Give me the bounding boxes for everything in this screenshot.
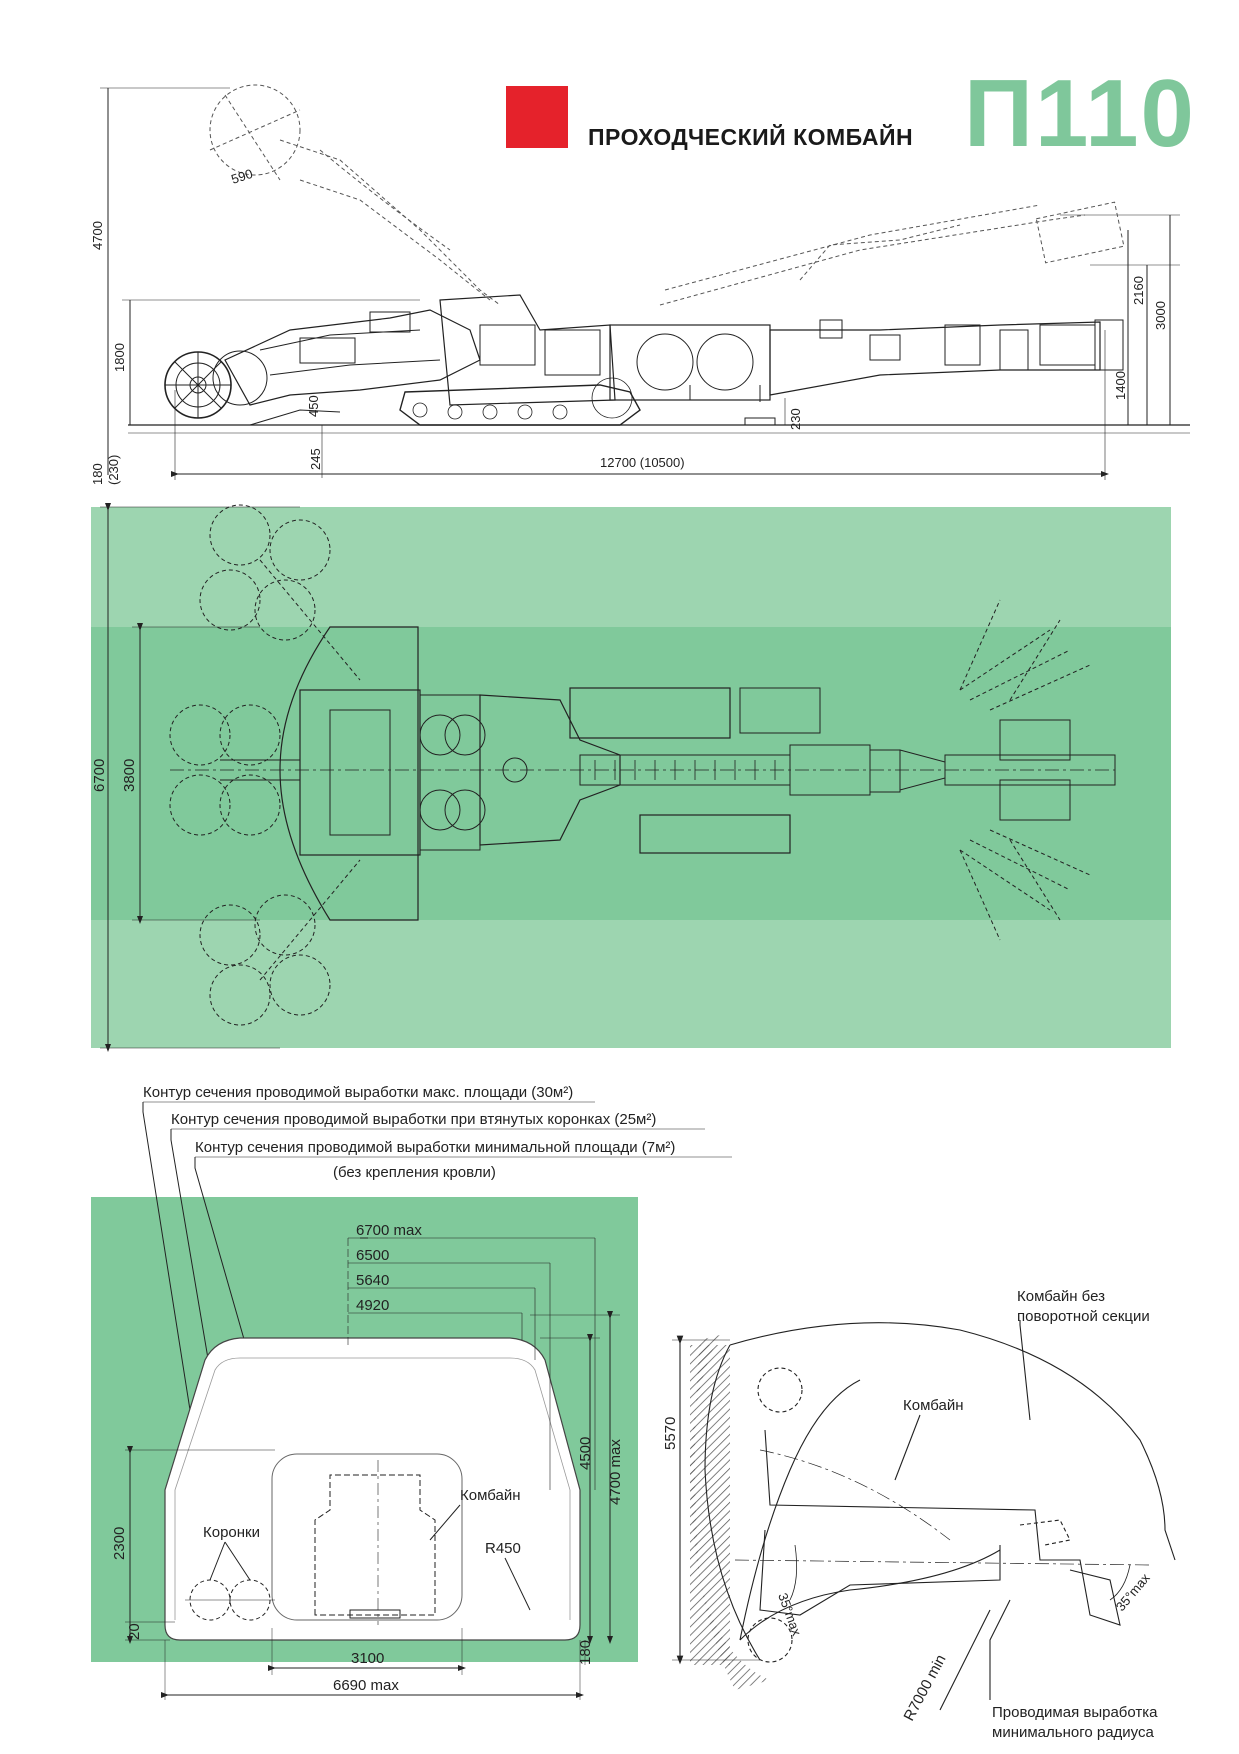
model-number: П110 xyxy=(964,60,1196,167)
label-no-rotary-line-2: поворотной секции xyxy=(1017,1308,1150,1325)
label-min-radius-line-2: минимального радиуса xyxy=(992,1724,1155,1741)
label-kombain-turn: Комбайн xyxy=(903,1397,963,1414)
dim-4700-max: 4700 max xyxy=(607,1439,624,1505)
turn-diagram xyxy=(672,1320,1176,1711)
dim-1800: 1800 xyxy=(112,343,127,372)
dim-6690-max: 6690 max xyxy=(333,1677,399,1694)
label-kombain: Комбайн xyxy=(460,1487,520,1504)
dim-6700: 6700 xyxy=(91,759,108,792)
label-min-radius-line-1: Проводимая выработка xyxy=(992,1704,1158,1721)
legend-line-3: Контур сечения проводимой выработки мини… xyxy=(195,1139,675,1156)
dim-4920: 4920 xyxy=(356,1297,389,1314)
dim-3000: 3000 xyxy=(1153,301,1168,330)
dim-2160: 2160 xyxy=(1131,276,1146,305)
dim-20: 20 xyxy=(126,1623,143,1640)
dim-230-bracket: (230) xyxy=(106,455,121,485)
radius-r450: R450 xyxy=(485,1540,521,1557)
dim-2300: 2300 xyxy=(111,1527,128,1560)
page-title: ПРОХОДЧЕСКИЙ КОМБАЙН xyxy=(588,124,914,150)
dim-6700-max: 6700 max xyxy=(356,1222,422,1239)
dim-3800: 3800 xyxy=(121,759,138,792)
dim-5570: 5570 xyxy=(662,1417,679,1450)
cross-section xyxy=(91,1101,732,1700)
dim-230: 230 xyxy=(788,408,803,430)
legend-line-4: (без крепления кровли) xyxy=(333,1164,496,1181)
dim-180: 180 xyxy=(577,1640,594,1665)
legend-line-1: Контур сечения проводимой выработки макс… xyxy=(143,1084,573,1101)
plan-view xyxy=(91,503,1171,1052)
label-no-rotary-line-1: Комбайн без xyxy=(1017,1288,1105,1305)
dim-180: 180 xyxy=(90,463,105,485)
legend-line-2: Контур сечения проводимой выработки при … xyxy=(171,1111,656,1128)
dim-590: 590 xyxy=(229,166,254,187)
dim-5640: 5640 xyxy=(356,1272,389,1289)
dim-1400: 1400 xyxy=(1113,371,1128,400)
dim-4500: 4500 xyxy=(577,1437,594,1470)
label-korony: Коронки xyxy=(203,1524,260,1541)
dim-3100: 3100 xyxy=(351,1650,384,1667)
dim-4700: 4700 xyxy=(90,221,105,250)
brand-red-square xyxy=(506,86,568,148)
dim-450: 450 xyxy=(306,395,321,417)
dim-245: 245 xyxy=(308,448,323,470)
side-view xyxy=(100,84,1190,480)
radius-r7000: R7000 min xyxy=(901,1652,950,1724)
dim-6500: 6500 xyxy=(356,1247,389,1264)
dim-12700: 12700 (10500) xyxy=(600,455,685,470)
